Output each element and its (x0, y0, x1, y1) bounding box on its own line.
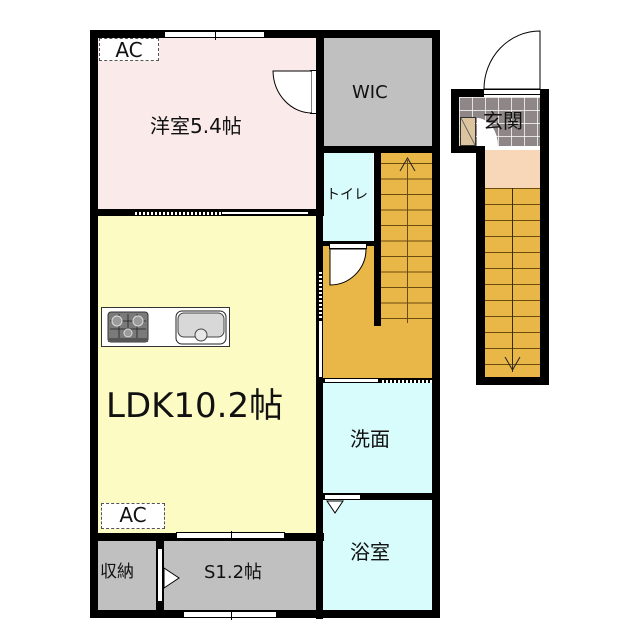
gas-stove-icon (107, 311, 149, 343)
kitchen-counter (101, 307, 230, 347)
door-swing-toilet-icon (329, 248, 367, 286)
wall-entrance-left (451, 89, 459, 153)
storage-label: 収納 (100, 562, 134, 582)
wall-outer-top (90, 30, 440, 38)
wall-stair-bottom (476, 377, 549, 385)
door-hall-wash[interactable] (324, 378, 379, 383)
window-ldk-s (176, 531, 285, 541)
stairs-center-line-lower (512, 188, 513, 372)
window-western-top (164, 30, 265, 40)
wall-entrance-top-left (451, 89, 484, 97)
entrance-hall (485, 150, 540, 188)
window-s-bottom (183, 610, 277, 620)
door-swing-shoe-icon (477, 117, 499, 146)
sliding-door-western-ldk[interactable] (133, 211, 221, 215)
toilet-label: トイレ (326, 187, 368, 203)
stairs-center-line (407, 160, 408, 323)
service-room (164, 540, 320, 610)
wall-western-right (316, 30, 324, 215)
western-room (97, 37, 320, 212)
wall-ldk-right (316, 209, 323, 619)
wall-outer-right (432, 30, 440, 618)
entrance-door[interactable] (483, 89, 541, 95)
washroom-label: 洗面 (350, 427, 390, 451)
western-room-label: 洋室5.4帖 (150, 114, 242, 138)
bathroom (323, 500, 433, 610)
bathroom-label: 浴室 (350, 540, 390, 564)
entrance-label: 玄関 (483, 109, 523, 133)
upper-stairs (380, 153, 433, 323)
door-swing-western-icon (272, 70, 313, 114)
ac-unit-western: AC (99, 38, 159, 61)
sink-icon (175, 310, 227, 346)
wall-outer-left (90, 30, 98, 618)
stairs-up-arrow-icon (398, 156, 417, 172)
ldk-room (97, 215, 320, 533)
shoe-box (460, 117, 476, 146)
door-swing-entrance-icon (483, 30, 541, 90)
wall-entrance-step (451, 146, 485, 153)
toilet-room (323, 153, 373, 243)
sliding-door-ldk-hall[interactable] (318, 270, 322, 320)
wic-label: WIC (352, 82, 388, 103)
bath-door-triangle-icon (326, 500, 344, 515)
storage-door-triangle-icon (163, 567, 181, 589)
door-ldk-hall[interactable] (318, 320, 323, 378)
door-western-ldk[interactable] (221, 211, 309, 215)
wall-wash-bottom (316, 493, 440, 500)
wall-entrance-right (540, 89, 549, 385)
washroom (323, 383, 433, 495)
ac-unit-ldk: AC (101, 503, 165, 529)
service-room-label: S1.2帖 (204, 562, 263, 583)
wall-stair-left (476, 146, 485, 385)
door-wash-bath[interactable] (324, 494, 361, 500)
stairs-down-arrow-icon (503, 356, 522, 372)
sliding-door-hall-wash[interactable] (380, 379, 433, 383)
door-storage[interactable] (157, 548, 163, 602)
ldk-label: LDK10.2帖 (106, 386, 284, 426)
wic-room (323, 37, 433, 150)
storage-room (97, 540, 159, 610)
wall-toilet-right (374, 146, 381, 326)
